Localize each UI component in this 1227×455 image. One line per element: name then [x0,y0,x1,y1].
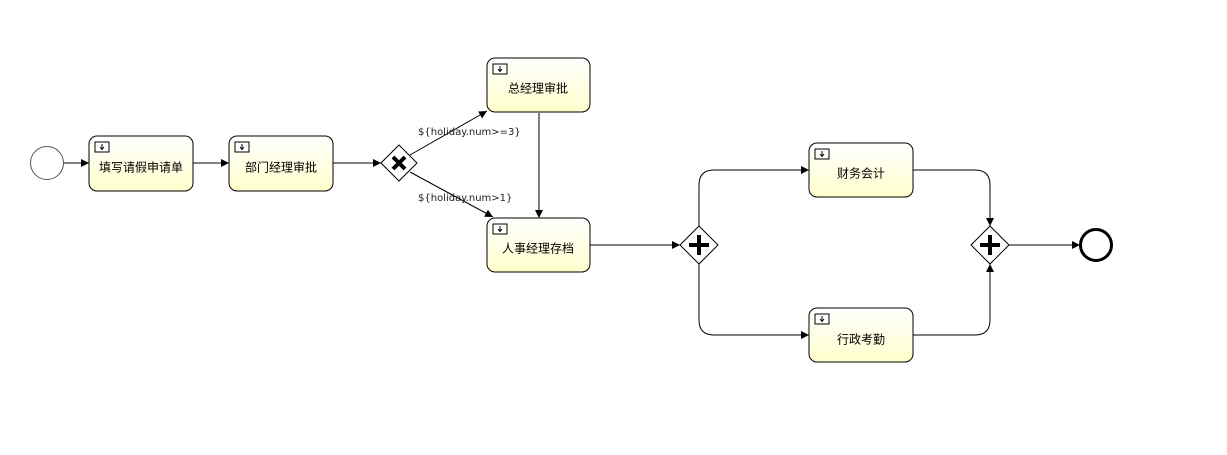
end-event[interactable] [1079,228,1113,262]
parallel-gateway-fork[interactable] [679,225,719,265]
user-task-icon [814,313,830,325]
parallel-gateway-plus-icon [689,235,709,255]
task-label: 人事经理存档 [502,242,574,256]
task-finance-accounting[interactable]: 财务会计 [808,142,914,198]
task-label: 总经理审批 [508,81,568,96]
condition-label-hr-manager: ${holiday.num>1} [418,193,512,204]
flow-gateway-to-general-manager[interactable] [409,110,488,156]
task-label: 行政考勤 [837,333,885,347]
user-task-icon [94,141,110,153]
flow-admin-to-join[interactable] [913,264,994,336]
sequence-flows [64,110,1080,339]
start-event[interactable] [30,146,64,180]
condition-label-general-manager: ${holiday.num>=3} [418,127,521,138]
user-task-icon [492,63,508,75]
flow-fork-to-finance[interactable] [698,166,809,227]
task-general-manager-approve[interactable]: 总经理审批 [486,57,591,113]
task-hr-manager-archive[interactable]: 人事经理存档 [486,217,591,273]
parallel-gateway-plus-icon [980,235,1000,255]
task-fill-leave-form[interactable]: 填写请假申请单 [88,135,194,192]
exclusive-gateway-x-icon [391,155,407,171]
flow-gateway-to-hr-manager[interactable] [409,171,494,218]
user-task-icon [492,223,508,235]
task-label: 填写请假申请单 [99,161,183,175]
user-task-icon [814,148,830,160]
parallel-gateway-join[interactable] [970,225,1010,265]
task-dept-manager-approve[interactable]: 部门经理审批 [228,135,334,192]
task-label: 部门经理审批 [245,160,317,175]
task-label: 财务会计 [837,166,885,181]
user-task-icon [234,141,250,153]
flow-finance-to-join[interactable] [913,169,994,226]
flow-fork-to-admin[interactable] [698,263,809,339]
exclusive-gateway[interactable] [380,144,418,182]
task-admin-attendance[interactable]: 行政考勤 [808,307,914,363]
